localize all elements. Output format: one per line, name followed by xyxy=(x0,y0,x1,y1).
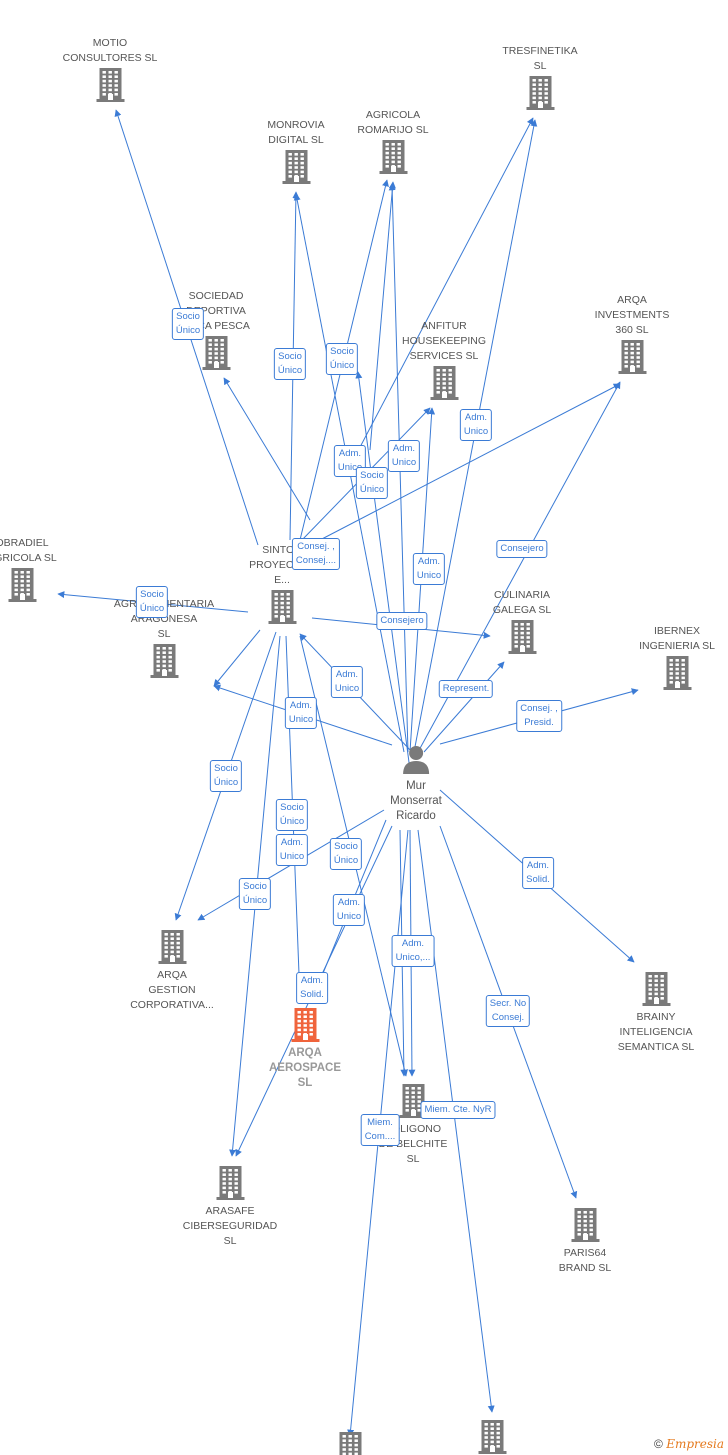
company-node-sociedad[interactable]: SOCIEDAD DEPORTIVA OSCA PESCA xyxy=(182,289,250,370)
edge-label[interactable]: Consejero xyxy=(496,540,548,558)
building-icon xyxy=(430,366,458,400)
building-icon xyxy=(618,340,646,374)
edge-label[interactable]: Socio Único xyxy=(209,760,243,792)
edge-line xyxy=(223,377,311,521)
company-node-ibernex[interactable]: IBERNEX INGENIERIA SL xyxy=(639,624,715,690)
building-icon xyxy=(216,1166,244,1200)
edge-label[interactable]: Socio Único xyxy=(325,343,359,375)
edge-label[interactable]: Socio Único xyxy=(355,467,389,499)
building-icon xyxy=(150,644,178,678)
building-icon xyxy=(642,972,670,1006)
company-node-arqagestion[interactable]: ARQA GESTION CORPORATIVA... xyxy=(130,928,214,1013)
company-node-bottom2[interactable] xyxy=(460,1418,525,1455)
company-node-brainy[interactable]: BRAINY INTELIGENCIA SEMANTICA SL xyxy=(618,970,694,1055)
company-label: ARQA GESTION CORPORATIVA... xyxy=(130,969,214,1011)
edge-label[interactable]: Consej. , Consej.... xyxy=(291,538,341,570)
edge-label[interactable]: Socio Único xyxy=(275,799,309,831)
person-icon xyxy=(403,746,429,774)
edge-label[interactable]: Adm. Unico xyxy=(284,697,318,729)
building-icon xyxy=(526,76,554,110)
company-node-monrovia[interactable]: MONROVIA DIGITAL SL xyxy=(264,118,329,184)
company-label: ARQA AEROSPACE SL xyxy=(269,1047,341,1089)
company-node-tresfinetika[interactable]: TRESFINETIKA SL xyxy=(502,44,578,110)
company-label: IBERNEX INGENIERIA SL xyxy=(639,625,715,652)
copyright-symbol: © xyxy=(654,1437,663,1451)
edge-label[interactable]: Socio Único xyxy=(273,348,307,380)
person-node[interactable]: Mur Monserrat Ricardo xyxy=(390,744,442,824)
company-label: ARQA INVESTMENTS 360 SL xyxy=(594,294,670,336)
building-icon xyxy=(379,140,407,174)
edge-label[interactable]: Socio Único xyxy=(135,586,169,618)
company-node-obradiel[interactable]: OBRADIEL AGRICOLA SL xyxy=(0,536,57,602)
edge-label[interactable]: Secr. No Consej. xyxy=(485,995,531,1027)
edge-line xyxy=(213,629,261,687)
company-label: OBRADIEL AGRICOLA SL xyxy=(0,537,57,564)
edge-label[interactable]: Consejero xyxy=(376,612,428,630)
edge-label[interactable]: Adm. Solid. xyxy=(296,972,328,1004)
building-icon xyxy=(399,1084,427,1118)
edge-label[interactable]: Represent. xyxy=(438,680,494,698)
company-node-culinaria[interactable]: CULINARIA GALEGA SL xyxy=(490,588,555,654)
company-node-paris64[interactable]: PARIS64 BRAND SL xyxy=(553,1206,618,1276)
building-icon xyxy=(8,568,36,602)
edge-label[interactable]: Adm. Unico xyxy=(332,894,366,926)
company-node-agricola[interactable]: AGRICOLA ROMARIJO SL xyxy=(357,108,429,174)
edge-label[interactable]: Miem. Com.... xyxy=(360,1114,400,1146)
building-icon xyxy=(282,150,310,184)
company-label: ARASAFE CIBERSEGURIDAD SL xyxy=(182,1205,278,1247)
edge-line xyxy=(417,829,495,1413)
company-label: BRAINY INTELIGENCIA SEMANTICA SL xyxy=(617,1011,695,1053)
company-label: CULINARIA GALEGA SL xyxy=(492,589,552,616)
edge-label[interactable]: Consej. , Presid. xyxy=(516,700,562,732)
edge-label[interactable]: Socio Único xyxy=(329,838,363,870)
person-label: Mur Monserrat Ricardo xyxy=(390,780,442,822)
company-node-arqaaero[interactable]: ARQA AEROSPACE SL xyxy=(269,1006,341,1091)
building-icon xyxy=(268,590,296,624)
brand-watermark: © Empresia xyxy=(654,1437,724,1451)
edge-line xyxy=(423,661,505,753)
company-node-arasafe[interactable]: ARASAFE CIBERSEGURIDAD SL xyxy=(183,1164,277,1249)
building-icon xyxy=(571,1208,599,1242)
company-node-anfitur[interactable]: ANFITUR HOUSEKEEPING SERVICES SL xyxy=(402,319,486,400)
edge-label[interactable]: Socio Único xyxy=(171,308,205,340)
company-label: AGRICOLA ROMARIJO SL xyxy=(357,109,429,136)
building-icon xyxy=(96,68,124,102)
edge-label[interactable]: Miem. Cte. NyR xyxy=(420,1101,496,1119)
building-icon xyxy=(339,1432,361,1455)
building-icon xyxy=(158,930,186,964)
edge-line xyxy=(347,117,534,471)
edge-label[interactable]: Adm. Unico xyxy=(387,440,421,472)
company-label: SOCIEDAD DEPORTIVA OSCA PESCA xyxy=(182,290,250,332)
edge-label[interactable]: Adm. Unico xyxy=(412,553,446,585)
building-icon xyxy=(291,1008,319,1042)
edge-label[interactable]: Adm. Unico xyxy=(330,666,364,698)
edge-label[interactable]: Adm. Unico xyxy=(459,409,493,441)
edge-line xyxy=(355,371,411,771)
edge-line xyxy=(369,181,396,451)
company-label: ANFITUR HOUSEKEEPING SERVICES SL xyxy=(401,320,487,362)
edge-label[interactable]: Socio Único xyxy=(238,878,272,910)
company-label: MOTIO CONSULTORES SL xyxy=(62,37,158,64)
company-label: PARIS64 BRAND SL xyxy=(558,1247,612,1274)
company-node-motio[interactable]: MOTIO CONSULTORES SL xyxy=(63,36,157,102)
edge-label[interactable]: Adm. Unico xyxy=(333,445,367,477)
edge-label[interactable]: Adm. Solid. xyxy=(522,857,554,889)
building-icon xyxy=(508,620,536,654)
building-icon xyxy=(478,1420,506,1454)
company-node-arqa360[interactable]: ARQA INVESTMENTS 360 SL xyxy=(595,293,669,374)
building-icon xyxy=(202,336,230,370)
company-label: TRESFINETIKA SL xyxy=(502,45,578,72)
company-node-bottom1[interactable] xyxy=(318,1430,383,1455)
edge-label[interactable]: Adm. Unico xyxy=(275,834,309,866)
brand-name: Empresia xyxy=(666,1437,724,1451)
edge-label[interactable]: Adm. Unico,... xyxy=(391,935,435,967)
building-icon xyxy=(663,656,691,690)
company-label: MONROVIA DIGITAL SL xyxy=(267,119,325,146)
